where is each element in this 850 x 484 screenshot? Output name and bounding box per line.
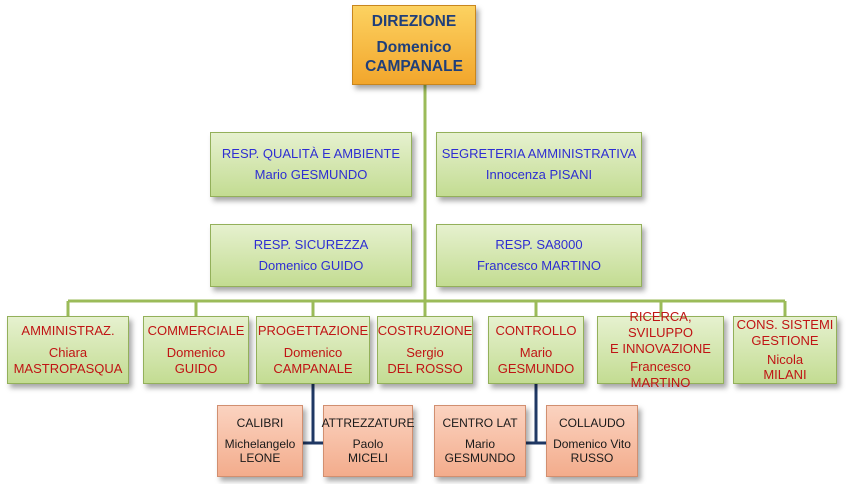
direzione-box: DIREZIONE Domenico CAMPANALE (352, 5, 476, 85)
commerciale-box: COMMERCIALE Domenico GUIDO (143, 316, 249, 384)
amministrazione-surname: MASTROPASQUA (13, 360, 123, 376)
centro-lat-title: CENTRO LAT (442, 416, 518, 431)
sa8000-title: RESP. SA8000 (495, 237, 583, 253)
ricerca-title-line2: E INNOVAZIONE (610, 340, 711, 356)
attrezzature-title: ATTREZZATURE (321, 416, 415, 431)
attrezzature-surname: MICELI (347, 451, 388, 466)
ricerca-sviluppo-box: RICERCA, SVILUPPO E INNOVAZIONE Francesc… (597, 309, 724, 390)
cons-name: Nicola (766, 351, 804, 367)
cons-title-line2: GESTIONE (751, 332, 819, 348)
costruzione-surname: DEL ROSSO (387, 360, 463, 376)
sicurezza-title: RESP. SICUREZZA (253, 237, 369, 253)
sa8000-box: RESP. SA8000 Francesco MARTINO (436, 224, 642, 287)
commerciale-name: Domenico (166, 345, 226, 361)
ricerca-surname: MARTINO (630, 375, 691, 391)
amministrazione-title: AMMINISTRAZ. (21, 323, 115, 339)
controllo-name: Mario (519, 345, 553, 361)
amministrazione-name: Chiara (48, 345, 88, 361)
commerciale-surname: GUIDO (174, 360, 218, 376)
controllo-surname: GESMUNDO (497, 360, 575, 376)
collaudo-surname: RUSSO (570, 451, 614, 466)
commerciale-title: COMMERCIALE (147, 323, 245, 339)
segreteria-title: SEGRETERIA AMMINISTRATIVA (441, 146, 637, 162)
calibri-title: CALIBRI (236, 416, 284, 431)
qualita-ambiente-name: Mario GESMUNDO (254, 167, 368, 182)
amministrazione-box: AMMINISTRAZ. Chiara MASTROPASQUA (7, 316, 129, 384)
sicurezza-name: Domenico GUIDO (258, 258, 364, 273)
green-connectors (66, 85, 787, 316)
cons-surname: MILANI (763, 367, 807, 383)
calibri-box: CALIBRI Michelangelo LEONE (217, 405, 303, 477)
collaudo-name: Domenico Vito (553, 436, 631, 451)
centro-lat-surname: GESMUNDO (444, 451, 516, 466)
progettazione-box: PROGETTAZIONE Domenico CAMPANALE (256, 316, 370, 384)
collaudo-title: COLLAUDO (558, 416, 626, 431)
direzione-name: Domenico (376, 39, 452, 57)
ricerca-name: Francesco (630, 359, 691, 375)
cons-title-line1: CONS. SISTEMI (736, 316, 834, 332)
collaudo-box: COLLAUDO Domenico Vito RUSSO (546, 405, 638, 477)
controllo-box: CONTROLLO Mario GESMUNDO (488, 316, 584, 384)
cons-sistemi-box: CONS. SISTEMI GESTIONE Nicola MILANI (733, 316, 837, 384)
attrezzature-box: ATTREZZATURE Paolo MICELI (321, 405, 415, 477)
controllo-title: CONTROLLO (495, 323, 577, 339)
progettazione-title: PROGETTAZIONE (257, 323, 369, 339)
direzione-title: DIREZIONE (371, 13, 457, 31)
segreteria-box: SEGRETERIA AMMINISTRATIVA Innocenza PISA… (436, 132, 642, 197)
direzione-surname: CAMPANALE (365, 57, 463, 75)
navy-connectors (303, 384, 546, 445)
centro-lat-name: Mario (464, 436, 495, 451)
costruzione-box: COSTRUZIONE Sergio DEL ROSSO (377, 316, 473, 384)
progettazione-name: Domenico (283, 345, 343, 361)
ricerca-title-line1: RICERCA, SVILUPPO (627, 308, 694, 340)
segreteria-name: Innocenza PISANI (485, 167, 593, 182)
progettazione-surname: CAMPANALE (273, 360, 353, 376)
sa8000-name: Francesco MARTINO (476, 258, 601, 273)
costruzione-name: Sergio (406, 345, 444, 361)
qualita-ambiente-box: RESP. QUALITÀ E AMBIENTE Mario GESMUNDO (210, 132, 412, 197)
centro-lat-box: CENTRO LAT Mario GESMUNDO (434, 405, 526, 477)
calibri-name: Michelangelo (224, 436, 296, 451)
costruzione-title: COSTRUZIONE (377, 323, 473, 339)
sicurezza-box: RESP. SICUREZZA Domenico GUIDO (210, 224, 412, 287)
attrezzature-name: Paolo (352, 436, 384, 451)
calibri-surname: LEONE (239, 451, 281, 466)
qualita-ambiente-title: RESP. QUALITÀ E AMBIENTE (221, 146, 401, 162)
